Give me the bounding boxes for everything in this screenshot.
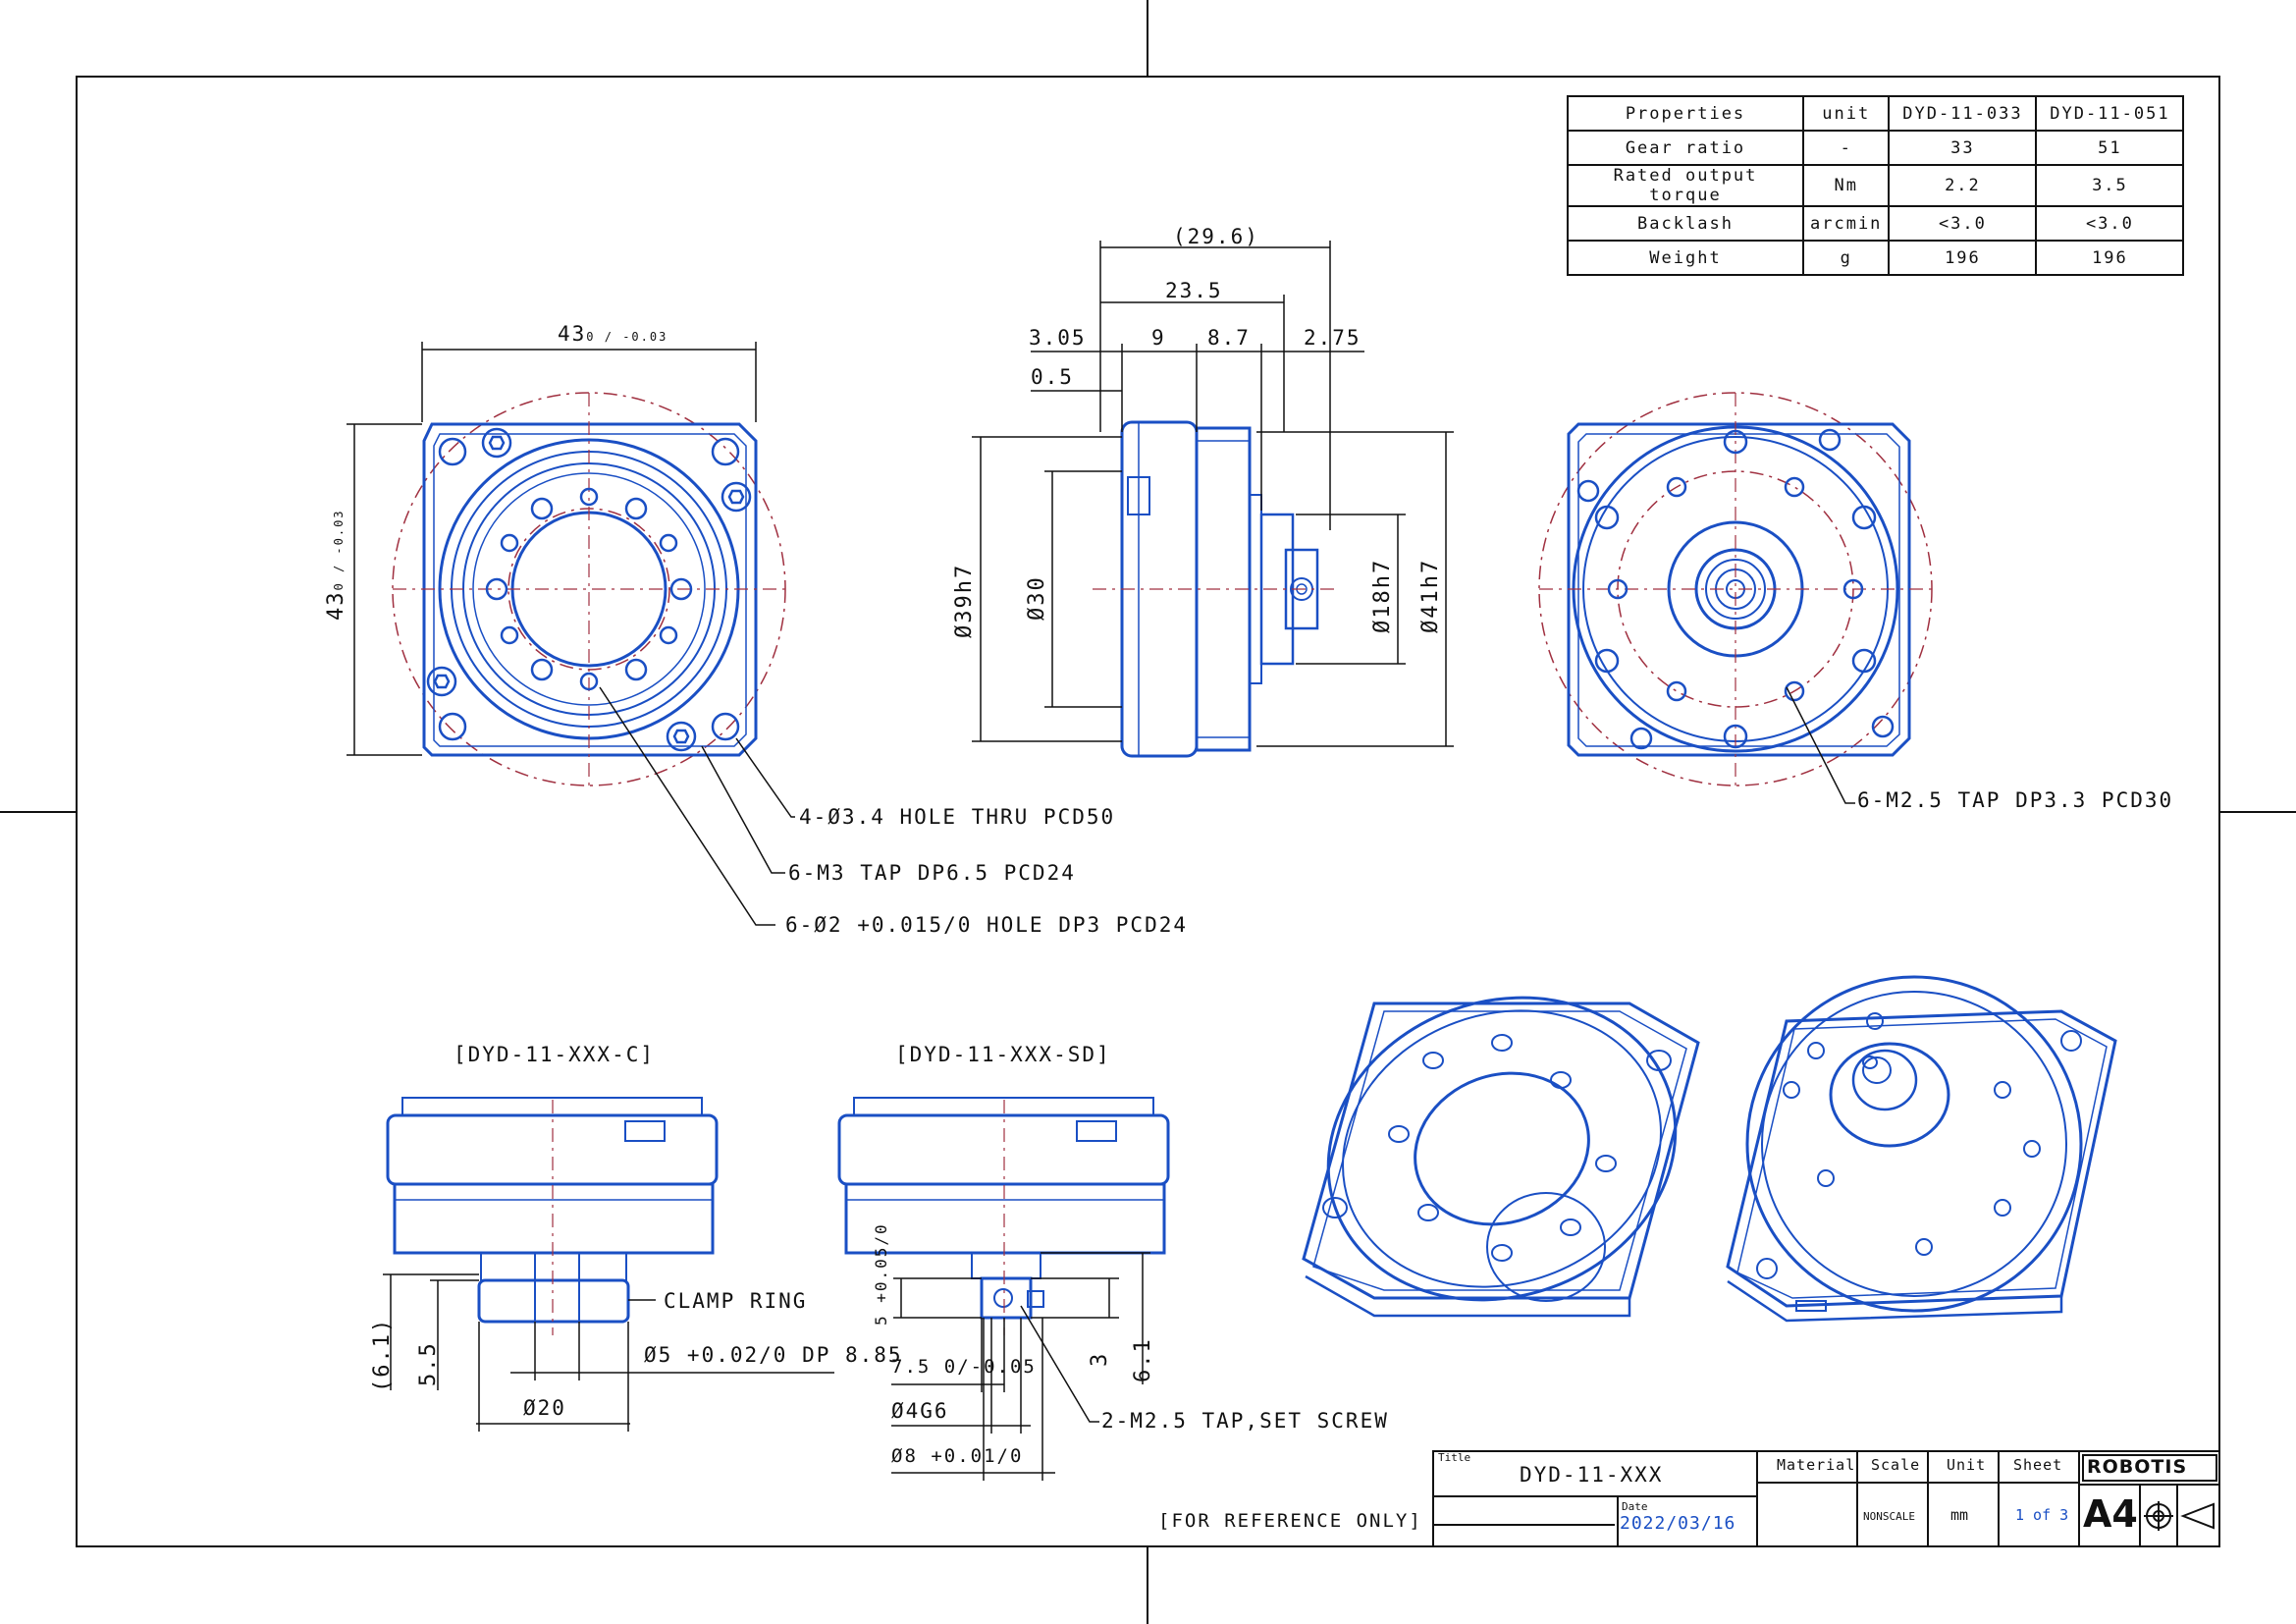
variant-c-title: [DYD-11-XXX-C] — [454, 1043, 656, 1066]
table-cell: Properties — [1567, 95, 1804, 132]
table-cell: g — [1801, 240, 1891, 276]
front-callout-pin-hole: 6-Ø2 +0.015/0 HOLE DP3 PCD24 — [785, 913, 1189, 937]
dim-sd-4g6: Ø4G6 — [891, 1399, 949, 1423]
table-row: Rated output torque Nm 2.2 3.5 — [1567, 164, 2185, 207]
table-cell: Nm — [1801, 164, 1891, 207]
table-row: Gear ratio - 33 51 — [1567, 130, 2185, 166]
paper-size: A4 — [2083, 1492, 2138, 1536]
dim-housing: 9 — [1151, 326, 1166, 350]
variant-sd-dimensions — [891, 1252, 1150, 1481]
table-cell: 33 — [1888, 130, 2038, 166]
isometric-view-back — [1726, 975, 2117, 1323]
dim-shaft: 2.75 — [1304, 326, 1362, 350]
table-cell: Gear ratio — [1567, 130, 1804, 166]
dim-output: 8.7 — [1207, 326, 1251, 350]
table-cell: <3.0 — [2035, 205, 2185, 242]
date-caption: Date — [1622, 1500, 1648, 1513]
dim-sd-3: 3 — [1088, 1351, 1112, 1367]
variant-c-dimensions — [383, 1273, 834, 1432]
table-cell: 3.5 — [2035, 164, 2185, 207]
table-header-row: Properties unit DYD-11-033 DYD-11-051 — [1567, 95, 2185, 132]
front-view-dimensions — [347, 342, 795, 926]
scale-value: NONSCALE — [1863, 1510, 1915, 1523]
front-width-dim: 430 / -0.03 — [558, 322, 668, 346]
unit-value: mm — [1950, 1506, 1969, 1524]
back-callout-tap: 6-M2.5 TAP DP3.3 PCD30 — [1857, 788, 2174, 812]
projection-symbol-icon — [2144, 1501, 2215, 1531]
set-screw-callout: 2-M2.5 TAP,SET SCREW — [1101, 1409, 1389, 1433]
dim-dia-20: Ø20 — [523, 1396, 566, 1420]
dim-sd-6-1: 6.1 — [1131, 1337, 1155, 1382]
table-cell: Backlash — [1567, 205, 1804, 242]
properties-table: Properties unit DYD-11-033 DYD-11-051 Ge… — [1567, 95, 2185, 276]
table-cell: DYD-11-051 — [2035, 95, 2185, 132]
table-cell: - — [1801, 130, 1891, 166]
dim-step: 0.5 — [1031, 365, 1074, 389]
front-view — [392, 392, 786, 786]
side-view — [1093, 420, 1335, 758]
dim-sd-7-5: 7.5 0/-0.05 — [891, 1356, 1037, 1378]
dim-flange: 3.05 — [1029, 326, 1087, 350]
sheet-value: 1 of 3 — [2015, 1506, 2069, 1524]
reference-note: [FOR REFERENCE ONLY] — [1158, 1510, 1422, 1532]
side-view-dimensions — [972, 241, 1454, 747]
material-caption: Material — [1777, 1456, 1856, 1474]
table-cell: Weight — [1567, 240, 1804, 276]
isometric-view-front — [1302, 996, 1700, 1318]
back-view — [1538, 392, 1933, 786]
table-cell: unit — [1801, 95, 1891, 132]
unit-caption: Unit — [1947, 1456, 1987, 1474]
robotis-logo — [2082, 1454, 2217, 1482]
table-cell: 2.2 — [1888, 164, 2038, 207]
table-cell: Rated output torque — [1567, 164, 1804, 207]
variant-sd-view — [837, 1097, 1170, 1335]
back-view-callout-leader — [1786, 686, 1855, 804]
table-cell: <3.0 — [1888, 205, 2038, 242]
front-callout-tap: 6-M3 TAP DP6.5 PCD24 — [788, 861, 1076, 885]
variant-c-view — [386, 1097, 719, 1335]
dim-dia-39: Ø39h7 — [952, 563, 977, 638]
table-cell: arcmin — [1801, 205, 1891, 242]
variant-sd-title: [DYD-11-XXX-SD] — [895, 1043, 1111, 1066]
table-cell: 196 — [2035, 240, 2185, 276]
title-block-frame — [1432, 1450, 2220, 1547]
scale-caption: Scale — [1871, 1456, 1921, 1474]
dim-bore: Ø5 +0.02/0 DP 8.85 — [644, 1343, 903, 1367]
title-caption: Title — [1438, 1451, 1471, 1464]
dim-sd-8: Ø8 +0.01/0 — [891, 1445, 1024, 1467]
table-cell: 51 — [2035, 130, 2185, 166]
dim-dia-41: Ø41h7 — [1418, 558, 1443, 633]
dim-c-5-5: 5.5 — [416, 1341, 441, 1386]
clamp-ring-label: CLAMP RING — [664, 1289, 808, 1313]
table-row: Backlash arcmin <3.0 <3.0 — [1567, 205, 2185, 242]
front-callout-thru-hole: 4-Ø3.4 HOLE THRU PCD50 — [799, 805, 1116, 829]
robotis-logo-text: ROBOTIS — [2087, 1456, 2188, 1478]
table-cell: DYD-11-033 — [1888, 95, 2038, 132]
dim-body-length: 23.5 — [1165, 279, 1223, 302]
table-row: Weight g 196 196 — [1567, 240, 2185, 276]
sheet-caption: Sheet — [2013, 1456, 2063, 1474]
dim-sd-5: 5 +0.05/0 — [872, 1222, 890, 1326]
drawing-date: 2022/03/16 — [1620, 1513, 1736, 1534]
drawing-title: DYD-11-XXX — [1520, 1463, 1664, 1487]
table-cell: 196 — [1888, 240, 2038, 276]
dim-c-height: (6.1) — [370, 1317, 395, 1392]
dim-dia-30: Ø30 — [1025, 575, 1049, 621]
dim-dia-18: Ø18h7 — [1370, 558, 1395, 633]
front-height-dim: 430 / -0.03 — [324, 509, 348, 621]
dim-overall-length: (29.6) — [1173, 225, 1259, 248]
